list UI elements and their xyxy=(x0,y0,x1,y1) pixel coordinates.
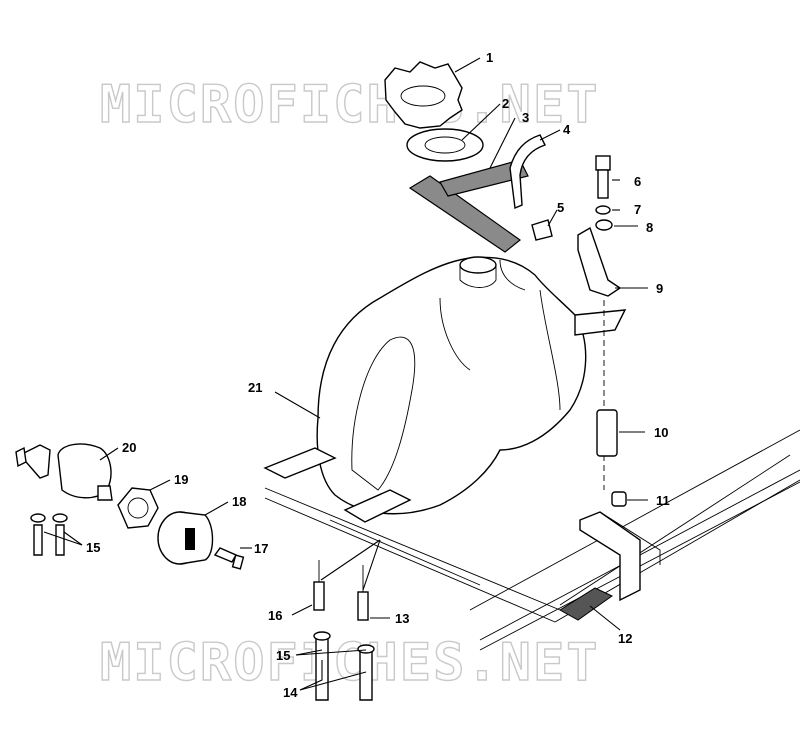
screw-17 xyxy=(213,547,245,570)
callout-2: 2 xyxy=(502,96,509,111)
washer-8 xyxy=(595,219,613,231)
callout-9: 9 xyxy=(656,281,663,296)
hose-fitting xyxy=(531,219,553,241)
callout-11: 11 xyxy=(656,493,670,508)
callout-4: 4 xyxy=(563,122,571,137)
callout-21: 21 xyxy=(248,380,262,395)
vent-hose xyxy=(509,134,546,210)
callout-16: 16 xyxy=(268,608,282,623)
callout-17: 17 xyxy=(254,541,268,556)
callout-12: 12 xyxy=(618,631,632,646)
pad-12 xyxy=(559,587,613,621)
callout-14: 14 xyxy=(283,685,298,700)
bolt xyxy=(595,155,611,199)
frame-bracket xyxy=(579,511,661,602)
fuel-cap xyxy=(384,61,463,129)
fuel-valve xyxy=(15,443,113,501)
cap-gasket xyxy=(406,128,484,162)
leader-lines xyxy=(43,57,648,691)
watermark-top: MICROFICHES.NET xyxy=(100,75,600,135)
spacer-10 xyxy=(596,409,618,457)
callout-7: 7 xyxy=(634,202,641,217)
callout-3: 3 xyxy=(522,110,529,125)
foam-pads xyxy=(408,159,529,253)
callout-18: 18 xyxy=(232,494,246,509)
fuel-tank xyxy=(316,256,627,515)
grommet-11 xyxy=(611,491,627,507)
washer-7 xyxy=(595,205,611,215)
callout-1: 1 xyxy=(486,50,493,65)
tank-feet xyxy=(263,447,412,523)
callout-10: 10 xyxy=(654,425,668,440)
callout-5: 5 xyxy=(557,200,564,215)
callout-numbers: 1 2 3 4 5 6 7 8 9 10 11 12 13 14 15 15 1… xyxy=(86,50,670,700)
callout-8: 8 xyxy=(646,220,653,235)
callout-19: 19 xyxy=(174,472,188,487)
callout-15-bottom: 15 xyxy=(276,648,290,663)
hose-clamps-left xyxy=(30,513,68,556)
callout-13: 13 xyxy=(395,611,409,626)
callout-20: 20 xyxy=(122,440,136,455)
post-13 xyxy=(357,565,369,621)
watermark-bottom: MICROFICHES.NET xyxy=(100,633,600,693)
post-16 xyxy=(313,560,325,611)
knob-18 xyxy=(157,511,214,565)
callout-6: 6 xyxy=(634,174,641,189)
callout-15-left: 15 xyxy=(86,540,100,555)
nut-19 xyxy=(117,487,159,529)
mount-bracket xyxy=(577,226,622,297)
